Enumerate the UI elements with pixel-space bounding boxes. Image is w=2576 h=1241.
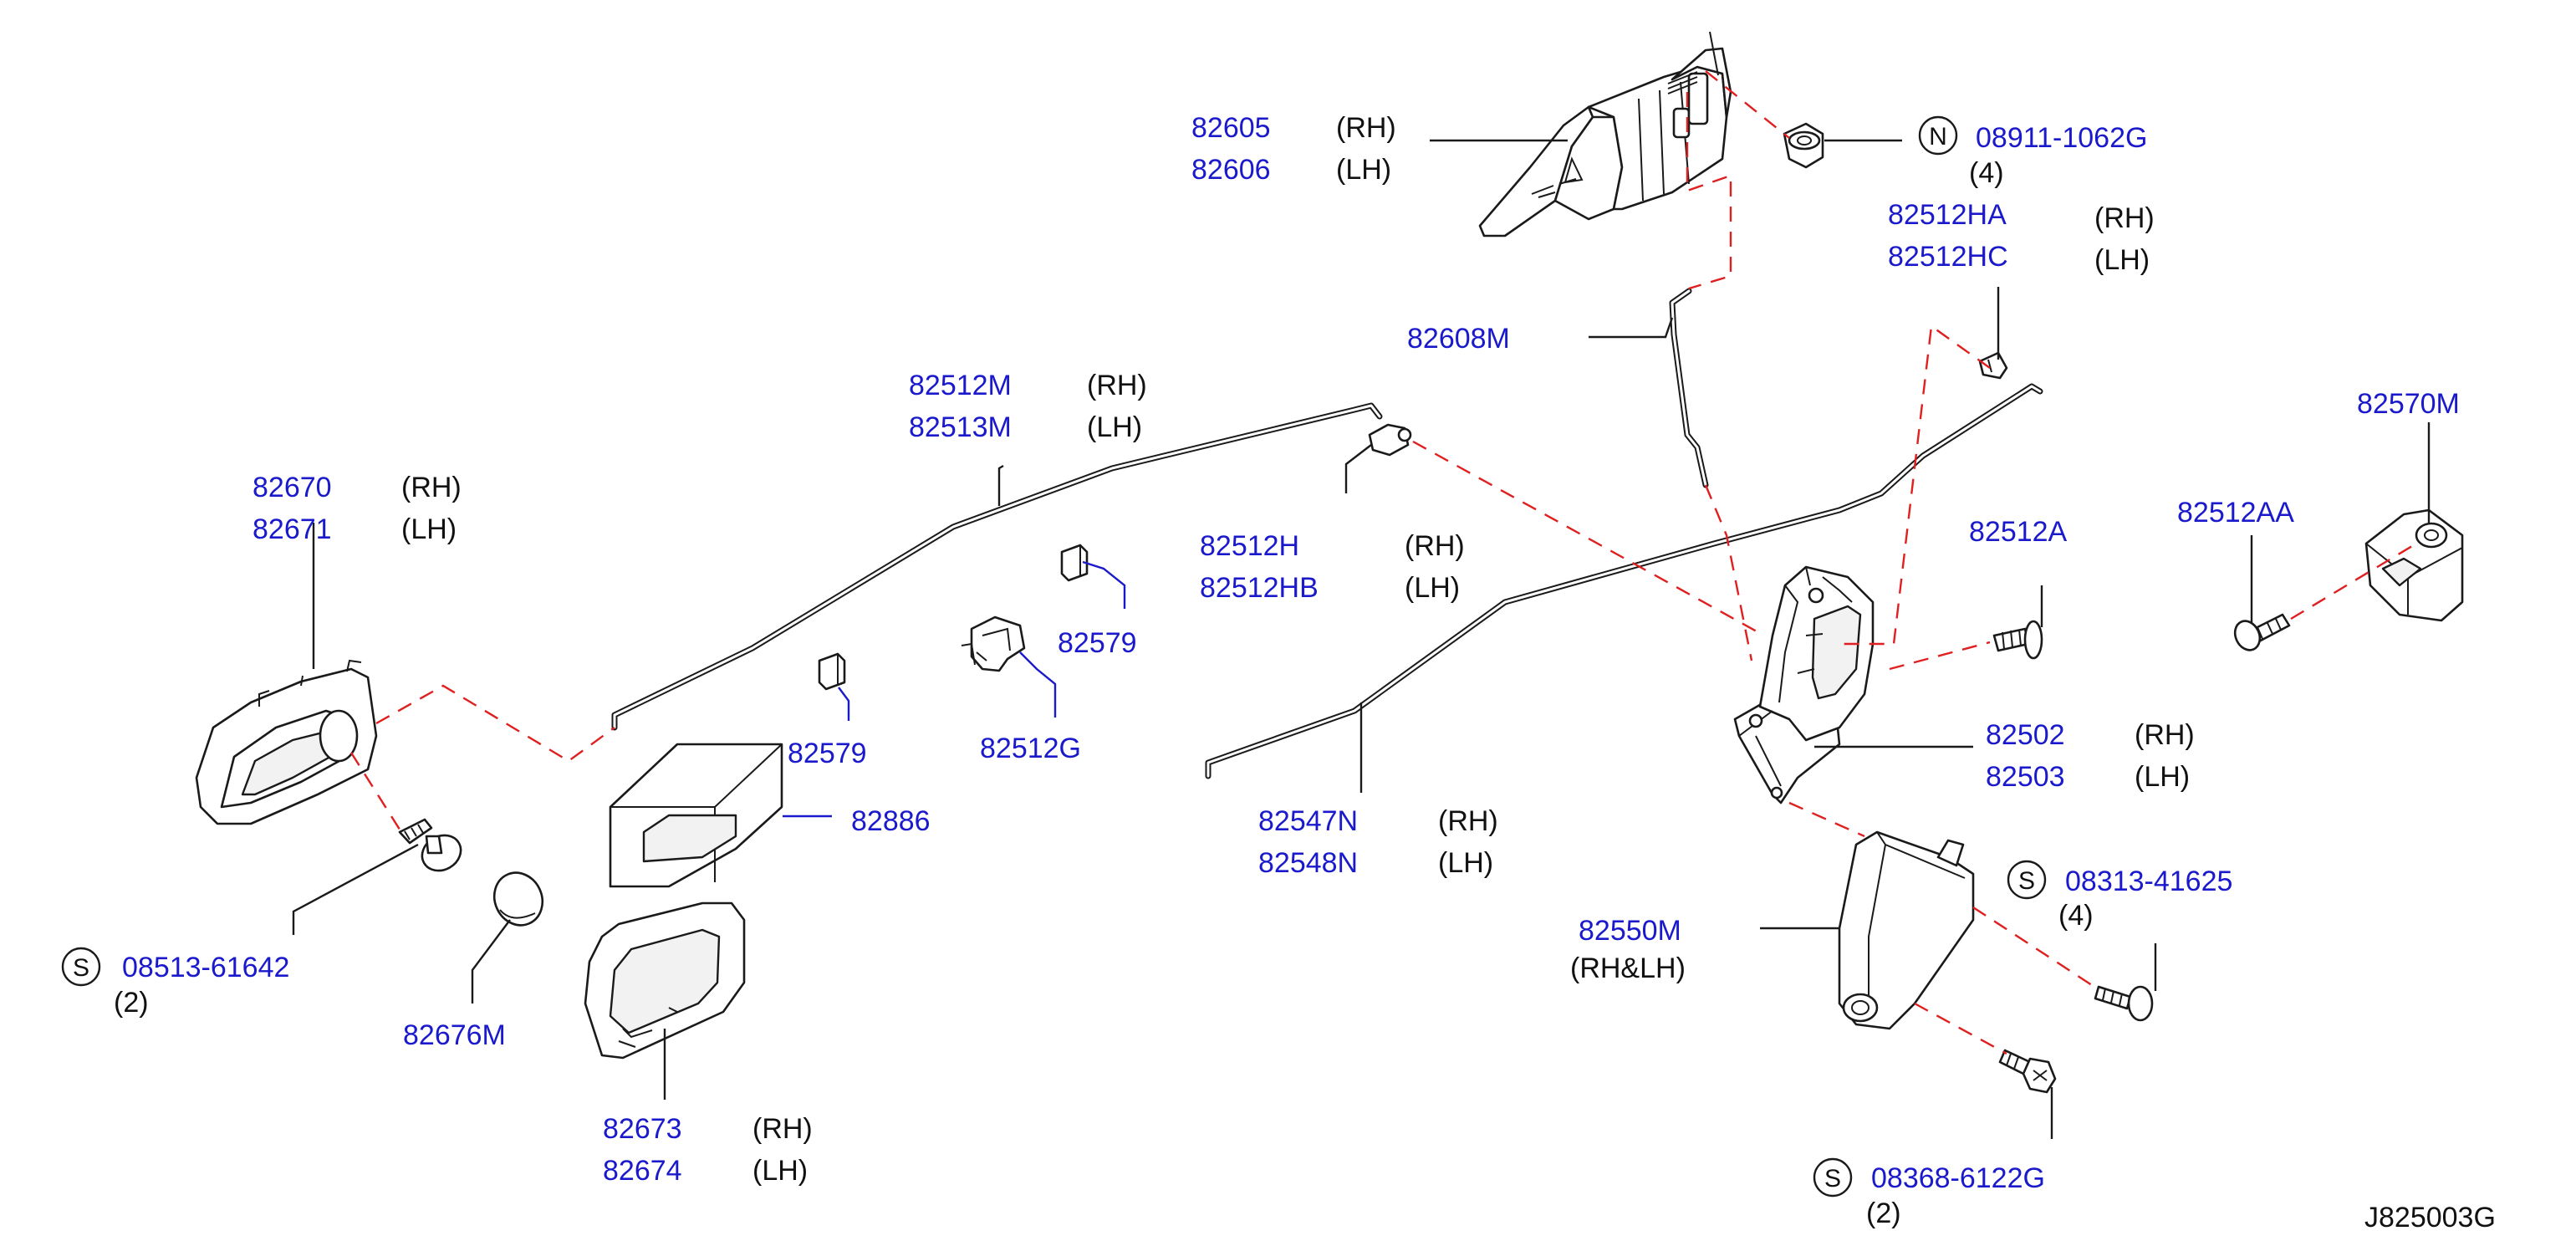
side-lh: (LH) (1087, 411, 1142, 443)
rod-82608m (1669, 288, 1709, 488)
pn-82513m: 82513M (909, 411, 1012, 443)
pn-82608m: 82608M (1407, 323, 1510, 355)
side-lh: (LH) (401, 513, 457, 545)
pn-08368-6122g: 08368-6122G (1871, 1162, 2045, 1194)
nut-qty: (4) (1969, 157, 2004, 189)
side-rh: (RH) (1438, 805, 1498, 837)
pn-82512m: 82512M (909, 370, 1012, 401)
side-lh: (LH) (1405, 572, 1460, 604)
side-rh: (RH) (1405, 530, 1465, 562)
pn-82512hb: 82512HB (1200, 572, 1319, 604)
pn-82547n: 82547N (1258, 805, 1358, 837)
escutcheon-82673 (584, 901, 746, 1060)
clip-82512h (1368, 423, 1412, 457)
screw-s2-symbol-circle (2007, 860, 2047, 900)
pn-82512h: 82512H (1200, 530, 1299, 562)
bolt-82512a (1992, 620, 2043, 660)
pn-82579-lower: 82579 (788, 738, 867, 769)
diagram-code: J825003G (2364, 1202, 2496, 1233)
pn-82512ha: 82512HA (1888, 199, 2007, 231)
pn-82606: 82606 (1191, 154, 1271, 186)
pn-08911-1062g: 08911-1062G (1976, 122, 2147, 154)
screw-s3-symbol-circle (1813, 1157, 1853, 1198)
actuator-side: (RH&LH) (1570, 952, 1686, 984)
side-lh: (LH) (752, 1155, 808, 1187)
striker-82570m (2364, 508, 2464, 622)
rod-82547n (1205, 383, 2043, 779)
actuator-82550m (1838, 830, 1975, 1030)
screw-08368-6122g (1998, 1049, 2057, 1094)
pn-82570m: 82570M (2357, 388, 2460, 420)
side-lh: (LH) (2094, 244, 2150, 276)
pn-82512hc: 82512HC (1888, 241, 2008, 273)
side-lh: (LH) (1438, 847, 1493, 879)
outside-door-handle (1478, 31, 1732, 237)
pn-82605: 82605 (1191, 112, 1271, 144)
screw-s3-qty: (2) (1866, 1198, 1901, 1229)
pn-82676m: 82676M (403, 1019, 506, 1051)
pn-82671: 82671 (252, 513, 332, 545)
pn-82512a: 82512A (1969, 516, 2068, 548)
side-rh: (RH) (401, 472, 462, 503)
screw-s1-symbol-circle (61, 947, 101, 987)
pad-82886 (609, 743, 783, 888)
pn-82670: 82670 (252, 472, 332, 503)
screw-s1-qty: (2) (114, 987, 149, 1019)
pn-82548n: 82548N (1258, 847, 1358, 879)
rod-82512m (611, 402, 1383, 731)
side-lh: (LH) (2135, 761, 2190, 793)
screw-s2-qty: (4) (2058, 900, 2094, 932)
pn-82886: 82886 (851, 805, 931, 837)
pn-82550m: 82550M (1579, 915, 1681, 947)
clip-82512g (961, 615, 1026, 672)
pn-82512g: 82512G (980, 733, 1081, 764)
clip-82579-upper (1060, 544, 1089, 582)
inside-door-handle (195, 659, 378, 825)
screw-s2-symbol: S (2018, 867, 2035, 895)
pn-82512aa: 82512AA (2177, 497, 2294, 529)
cap-82676m (492, 871, 544, 927)
pn-82674: 82674 (603, 1155, 682, 1187)
pn-82673: 82673 (603, 1113, 682, 1145)
pn-08513-61642: 08513-61642 (122, 952, 289, 983)
clip-82579-lower (818, 652, 846, 691)
pn-82502: 82502 (1986, 719, 2065, 751)
side-rh: (RH) (2135, 719, 2195, 751)
side-rh: (RH) (752, 1113, 813, 1145)
side-rh: (RH) (1336, 112, 1396, 144)
door-lock-assembly (1733, 565, 1875, 804)
nut-symbol: N (1929, 123, 1947, 151)
side-lh: (LH) (1336, 154, 1391, 186)
assembly-dash-lines (349, 70, 2417, 1055)
pn-82503: 82503 (1986, 761, 2065, 793)
pn-82579-upper: 82579 (1058, 627, 1137, 659)
screw-s3-symbol: S (1824, 1165, 1841, 1192)
screw-08513-61642 (398, 818, 462, 872)
nut-symbol-circle (1918, 115, 1958, 156)
screw-08313-41625 (2094, 985, 2154, 1022)
bolt-82512aa (2233, 613, 2291, 651)
clip-82512ha (1978, 351, 2008, 380)
pn-08313-41625: 08313-41625 (2065, 866, 2232, 897)
screw-s1-symbol: S (73, 954, 89, 982)
side-rh: (RH) (1087, 370, 1147, 401)
side-rh: (RH) (2094, 202, 2155, 234)
flange-nut (1783, 122, 1824, 169)
leader-lines (292, 139, 2431, 1139)
